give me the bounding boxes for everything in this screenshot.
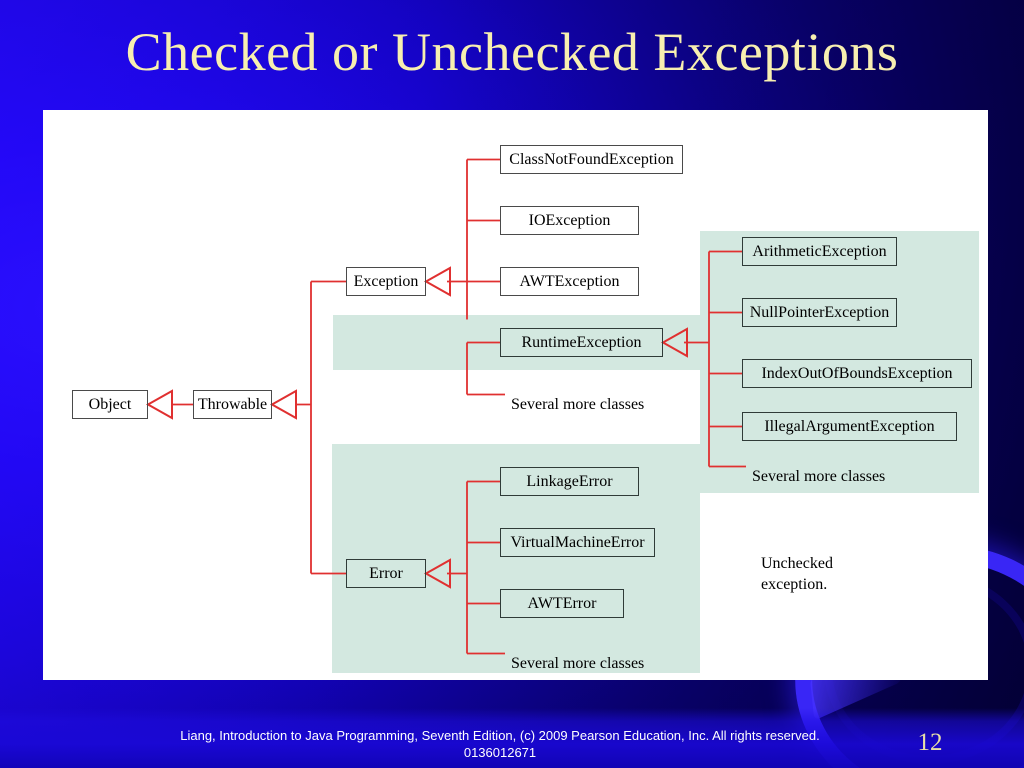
diagram-canvas: Object Throwable Exception Error ClassNo… [43,110,988,680]
label-runtime-several-more-classes: Several more classes [752,468,886,485]
class-box-ioexception[interactable]: IOException [500,206,639,235]
footer-band [0,708,1024,768]
class-box-runtimeexception[interactable]: RuntimeException [500,328,663,357]
class-box-nullpointerexception[interactable]: NullPointerException [742,298,897,327]
inheritance-arrow-throwable-1 [269,389,297,420]
class-box-indexoutofboundsexception[interactable]: IndexOutOfBoundsException [742,359,972,388]
inheritance-arrow-object [145,389,173,420]
page-number: 12 [917,729,943,756]
slide-title: Checked or Unchecked Exceptions [125,22,899,82]
label-error-several-more-classes: Several more classes [511,655,645,672]
class-box-virtualmachineerror[interactable]: VirtualMachineError [500,528,655,557]
class-box-error[interactable]: Error [346,559,426,588]
class-box-awterror[interactable]: AWTError [500,589,624,618]
class-box-object[interactable]: Object [72,390,148,419]
class-box-linkageerror[interactable]: LinkageError [500,467,639,496]
class-box-exception[interactable]: Exception [346,267,426,296]
class-box-awtexception[interactable]: AWTException [500,267,639,296]
highlight-panel-unchecked [700,231,979,493]
class-box-throwable[interactable]: Throwable [193,390,272,419]
label-exception-several-more-classes: Several more classes [511,396,645,413]
label-unchecked-exception-note: Unchecked exception. [761,555,833,593]
highlight-panel-runtime [333,315,700,370]
class-box-classnotfoundexception[interactable]: ClassNotFoundException [500,145,683,174]
footer-citation: Liang, Introduction to Java Programming,… [180,728,820,760]
inheritance-arrow-exception [423,266,451,297]
class-box-illegalargumentexception[interactable]: IllegalArgumentException [742,412,957,441]
class-box-arithmeticexception[interactable]: ArithmeticException [742,237,897,266]
